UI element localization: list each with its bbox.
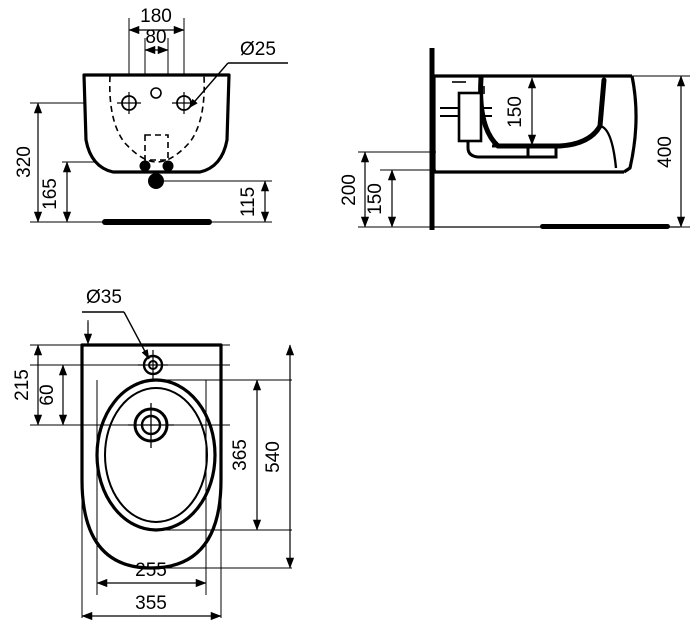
bidet-front-hidden-lines — [108, 75, 206, 163]
dimension-255: 255 — [96, 560, 207, 588]
dimension-200: 200 — [339, 151, 370, 228]
front-supply-dot-right — [162, 160, 174, 172]
callout-dia35: Ø35 — [82, 287, 150, 360]
dimension-320: 320 — [14, 102, 43, 223]
dimension-255-label: 255 — [135, 560, 167, 581]
dimension-side-150-bottom-label: 150 — [365, 183, 386, 215]
front-floor-bar — [102, 219, 212, 225]
dimension-60-label: 60 — [37, 384, 58, 405]
dimension-365: 365 — [230, 379, 262, 531]
dimension-180-label: 180 — [140, 6, 172, 27]
dimension-400: 400 — [655, 75, 686, 228]
dimension-355: 355 — [81, 593, 222, 621]
dimension-80: 80 — [144, 27, 169, 55]
dimension-60: 60 — [37, 364, 68, 426]
dimension-side-150-bottom: 150 — [365, 169, 397, 228]
side-connection-block — [440, 91, 492, 143]
front-center-detail-circle — [150, 87, 162, 99]
plan-bowl-oval-inner — [104, 387, 208, 523]
callout-dia25: Ø25 — [188, 39, 288, 109]
plan-bowl-oval-outer — [95, 378, 217, 532]
dimension-side-150-top-label: 150 — [505, 96, 526, 128]
dimension-540-label: 540 — [263, 441, 284, 473]
dimension-165: 165 — [40, 161, 72, 223]
side-section-view: 150 200 150 400 — [339, 48, 690, 230]
callout-dia25-label: Ø25 — [240, 39, 276, 60]
callout-dia35-label: Ø35 — [86, 287, 122, 308]
dimension-320-label: 320 — [14, 146, 35, 178]
front-elevation-view: 180 80 — [14, 6, 288, 225]
front-fixing-hole-left — [117, 92, 141, 114]
dimension-165-label: 165 — [40, 178, 61, 210]
dimension-200-label: 200 — [339, 174, 360, 206]
dimension-365-label: 365 — [230, 439, 251, 471]
dimension-115: 115 — [238, 180, 270, 223]
dimension-215: 215 — [12, 344, 43, 426]
top-plan-view: Ø35 215 — [12, 287, 295, 621]
dimension-400-label: 400 — [655, 136, 676, 168]
side-floor-bar — [540, 224, 670, 229]
side-inner-right-wall — [599, 124, 618, 169]
bidet-front-outline — [82, 73, 231, 174]
dimension-115-label: 115 — [238, 187, 259, 217]
front-supply-dot-left — [139, 160, 151, 172]
dimension-540: 540 — [263, 344, 295, 569]
dimension-80-label: 80 — [145, 27, 166, 48]
front-waste-outlet — [148, 173, 164, 189]
dimension-355-label: 355 — [135, 593, 167, 614]
dimension-180: 180 — [128, 6, 185, 35]
dimension-side-150-top: 150 — [505, 77, 537, 146]
dimension-215-label: 215 — [12, 369, 33, 401]
side-rim-notches — [452, 81, 485, 94]
